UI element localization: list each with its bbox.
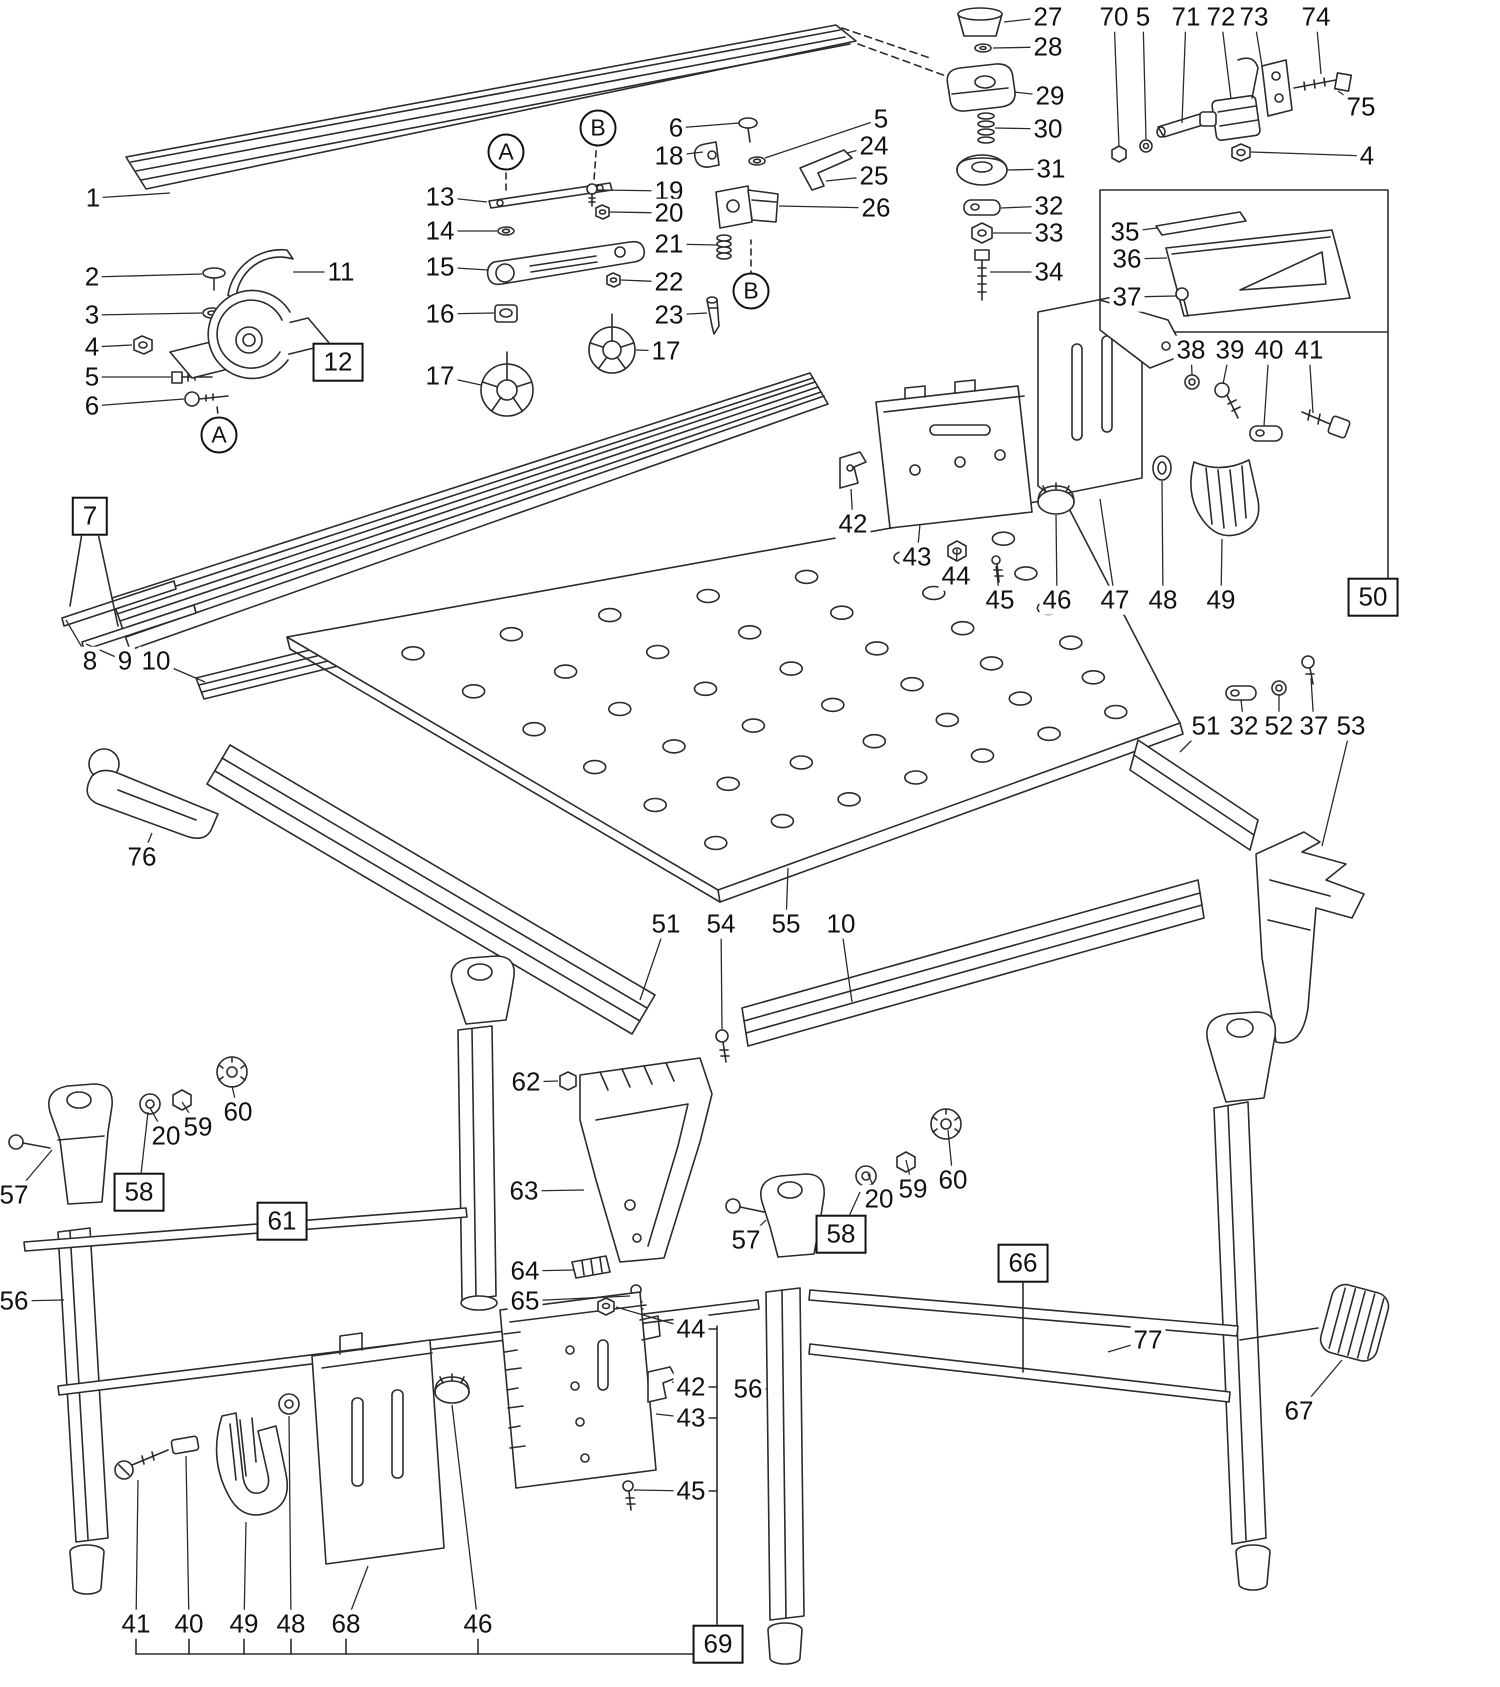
tabletop-holes (401, 531, 1128, 851)
part-60-dial-right (930, 1108, 962, 1140)
part-53-corner-bracket (1255, 831, 1365, 1044)
part-74-screw (1293, 72, 1353, 92)
part-38-washer (1184, 374, 1200, 390)
part-42-clip-upper (839, 451, 867, 489)
part-24-25-allen-key (799, 149, 853, 191)
part-23-pin (706, 296, 720, 335)
part-44-nut-bottom (597, 1297, 615, 1316)
part-57-angle-joint-right (760, 1173, 825, 1258)
part-54-screw (715, 1029, 730, 1063)
part-14-washer (497, 226, 515, 236)
part-20-washer-left (139, 1093, 161, 1115)
part-51-rail-lower-left (206, 744, 656, 1035)
part-48-washer-upper (1152, 455, 1172, 481)
part-6-bolt (184, 391, 229, 407)
part-30-spring (977, 112, 995, 144)
part-32-block (963, 199, 1001, 216)
part-61-brace (23, 1207, 468, 1252)
part-43-guide-plate-upper (875, 379, 1033, 529)
part-40-block-bottom (170, 1435, 200, 1455)
part-46-knob-upper (1037, 482, 1075, 515)
part-5-washer-upper (748, 156, 766, 166)
part-19-screw (586, 183, 598, 207)
part-16-nut (494, 304, 518, 323)
part-46-knob-bottom (434, 1373, 470, 1404)
part-64-ribbed-block (571, 1255, 611, 1279)
part-leg-center (450, 955, 515, 1311)
part-56-leg-center-right (765, 1287, 805, 1665)
reference-lines (69, 139, 1389, 1655)
part-27-knob (957, 7, 1003, 37)
part-45-screw-bottom (622, 1480, 636, 1511)
part-26-clamp-block (715, 185, 779, 229)
part-5-ring (1139, 139, 1153, 153)
part-55-perforated-tabletop (286, 496, 1184, 903)
part-1-long-rail (125, 24, 947, 190)
small-bolt-right (725, 1198, 765, 1214)
part-47-slotted-plate (1037, 293, 1187, 497)
part-15-arm (486, 240, 646, 286)
part-17-star-knob-left (480, 351, 534, 417)
part-37-screw-right (1301, 655, 1315, 685)
part-4-nut (133, 335, 153, 355)
part-35-37-template-box (1099, 189, 1389, 333)
part-57-angle-joint-left (48, 1083, 113, 1205)
part-59-nut-left (172, 1089, 192, 1111)
part-51-rail-right (1129, 739, 1259, 851)
part-67-grip (1239, 1283, 1390, 1362)
part-41-bolt (1301, 409, 1351, 439)
part-45-screw-upper (991, 555, 1004, 583)
part-49-clamp-upper (1190, 459, 1260, 537)
part-39-screw (1214, 382, 1241, 419)
part-33-nut (971, 222, 993, 244)
part-41-screw-bottom (114, 1449, 169, 1480)
part-34-screw (974, 249, 990, 301)
part-leg-far-right (1206, 1011, 1277, 1591)
part-42-clip-bottom (647, 1366, 677, 1403)
part-40-block (1249, 425, 1283, 442)
part-12-angle-guide (169, 289, 331, 380)
part-10-rail-lower-right (741, 879, 1205, 1047)
part-72-clamp-body (1199, 94, 1261, 142)
part-4-nut-right (1231, 143, 1251, 162)
part-22-nut (606, 272, 621, 288)
part-28-washer (974, 43, 992, 53)
part-17-star-knob-right (588, 313, 636, 374)
part-20-nut (595, 204, 610, 220)
part-68-slotted-plate (311, 1332, 445, 1565)
part-8-strip (61, 580, 177, 627)
part-73-lever (1237, 57, 1293, 117)
part-rail-profile-large (111, 372, 829, 651)
small-bolt-left (8, 1134, 51, 1150)
part-49-clamp-bottom (215, 1412, 289, 1516)
part-76-clamp-lever (86, 748, 219, 839)
part-63-corner-casting (579, 1057, 713, 1263)
part-48-washer-bottom (278, 1393, 300, 1415)
part-18-clip (693, 141, 720, 168)
part-62-nut (559, 1071, 577, 1091)
part-21-spring (716, 234, 732, 260)
part-2-screw (202, 267, 226, 291)
part-31-round-knob (956, 154, 1008, 186)
